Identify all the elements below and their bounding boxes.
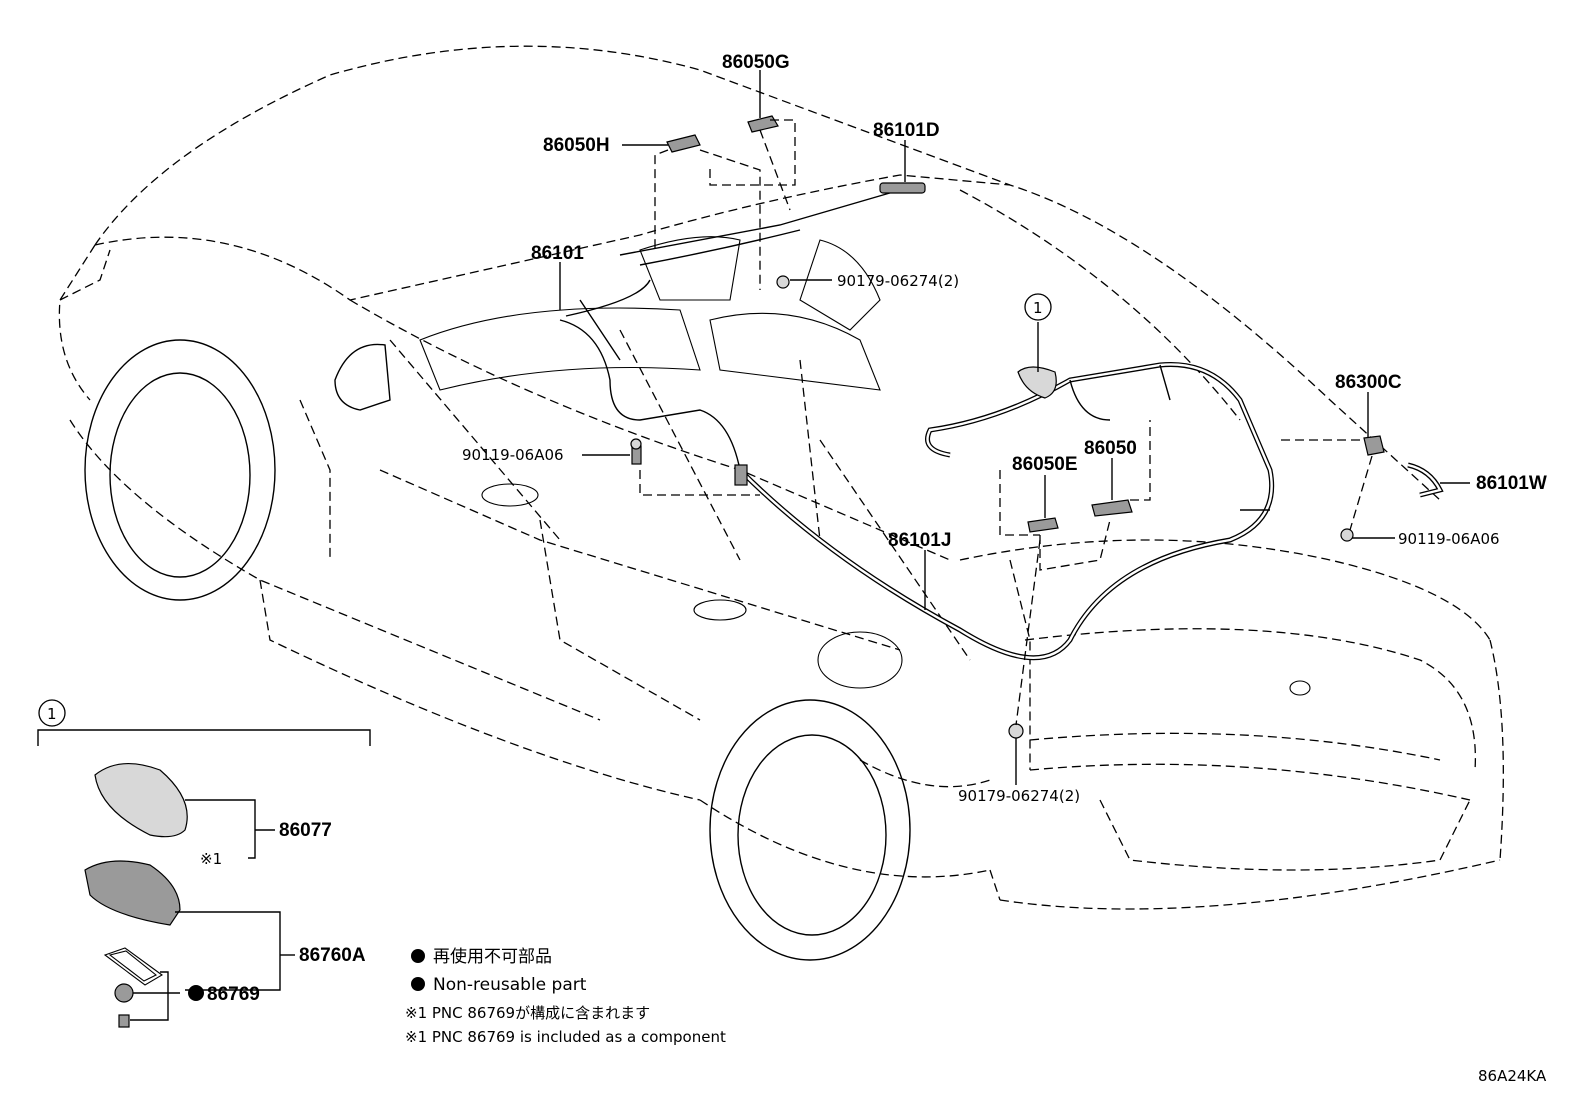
label-86101: 86101 [531, 243, 584, 264]
rear-wheel [709, 699, 911, 961]
label-86050E: 86050E [1012, 454, 1078, 475]
wire-harnesses [559, 182, 1444, 661]
car-body-outline [58, 45, 1504, 910]
antenna-body-86760A [84, 860, 181, 926]
label-86300C: 86300C [1335, 372, 1402, 393]
legend-non-reusable-jp: 再使用不可部品 [433, 946, 552, 967]
label-86050: 86050 [1084, 438, 1137, 459]
label-86050G: 86050G [722, 52, 790, 73]
parts [630, 115, 1385, 739]
label-86077: 86077 [279, 820, 332, 841]
nut-86769 [114, 983, 134, 1003]
legend-dot-en [411, 977, 425, 991]
label-90179-bottom: 90179-06274(2) [958, 787, 1080, 805]
callout-marker-roof: 1 [1024, 293, 1052, 321]
label-90119-left: 90119-06A06 [462, 446, 564, 464]
callout-marker-inset: 1 [38, 699, 66, 727]
gasket [103, 947, 164, 986]
non-reusable-dot [188, 985, 204, 1001]
label-86101W: 86101W [1476, 473, 1547, 494]
note-jp: ※1 PNC 86769が構成に含まれます [405, 1004, 650, 1022]
part-labels: 86050G 86050H 86101D 86101 90179-06274(2… [188, 52, 1547, 1005]
front-wheel [84, 339, 276, 601]
svg-text:1: 1 [47, 705, 57, 723]
small-bolt [118, 1014, 130, 1028]
label-86101D: 86101D [873, 120, 940, 141]
note-en: ※1 PNC 86769 is included as a component [405, 1028, 726, 1046]
svg-text:1: 1 [1033, 299, 1043, 317]
label-86050H: 86050H [543, 135, 610, 156]
label-90119-right: 90119-06A06 [1398, 530, 1500, 548]
leader-lines [559, 70, 1470, 785]
legend-dot-jp [411, 949, 425, 963]
legend: 再使用不可部品 Non-reusable part ※1 PNC 86769が構… [405, 946, 726, 1046]
diagram-code: 86A24KA [1478, 1067, 1547, 1085]
label-86101J: 86101J [888, 530, 951, 551]
antenna-cover-86077 [94, 762, 188, 838]
label-86760A: 86760A [299, 945, 366, 966]
label-86769: 86769 [207, 984, 260, 1005]
label-90179-top: 90179-06274(2) [837, 272, 959, 290]
legend-non-reusable-en: Non-reusable part [433, 975, 587, 995]
note-ref-mark: ※1 [200, 850, 222, 868]
inset-detail [37, 729, 371, 1028]
